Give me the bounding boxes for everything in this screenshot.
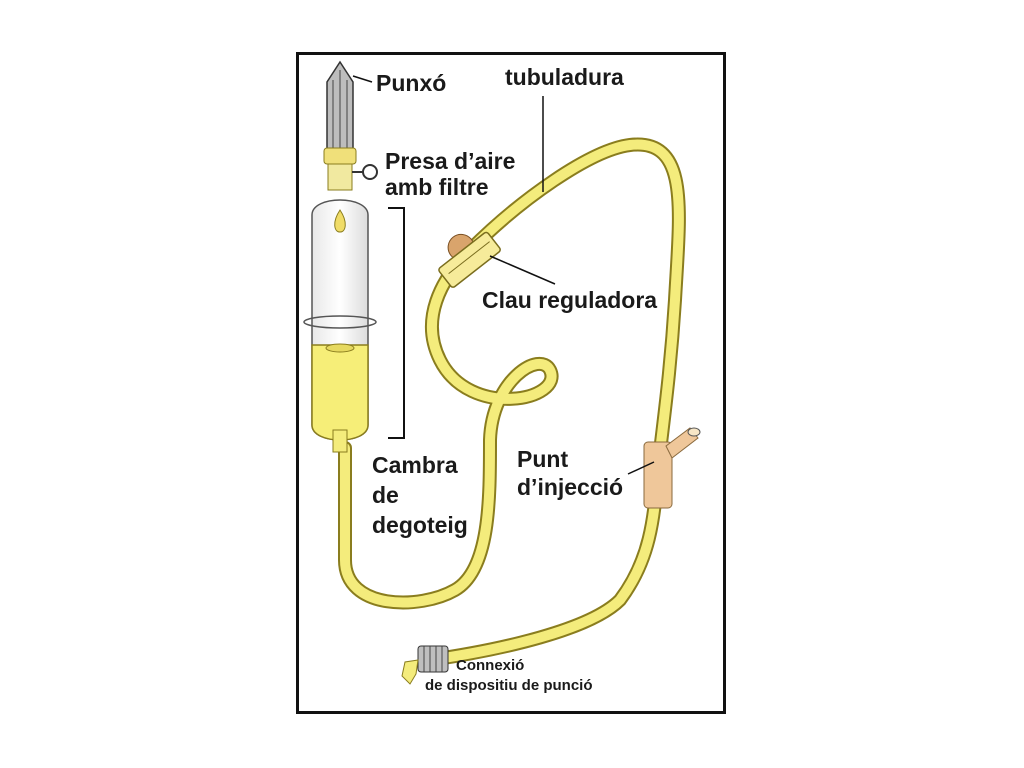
label-roller-clamp: Clau reguladora (482, 287, 658, 313)
label-connector-2: de dispositiu de punció (425, 677, 593, 694)
label-air-vent-2: amb filtre (385, 174, 489, 200)
label-connector-1: Connexió (456, 657, 525, 674)
injection-port-shape (643, 427, 701, 509)
label-spike: Punxó (376, 70, 447, 96)
label-injection-port-2: d’injecció (517, 474, 624, 500)
drip-chamber-shape (303, 199, 377, 453)
connector-shape (401, 645, 449, 685)
roller-clamp-shape (438, 231, 501, 288)
air-vent-shape (327, 163, 378, 191)
label-injection-port-1: Punt (517, 446, 569, 472)
spike-shape (323, 60, 357, 165)
label-drip-chamber-1: Cambra (372, 452, 458, 478)
label-drip-chamber-2: de (372, 482, 399, 508)
leader-lines (352, 75, 655, 475)
label-drip-chamber-3: degoteig (372, 512, 468, 538)
label-air-vent-1: Presa d’aire (385, 148, 516, 174)
label-tubing: tubuladura (505, 64, 624, 90)
tubing-line (338, 137, 686, 667)
drip-chamber-bracket (388, 207, 405, 439)
